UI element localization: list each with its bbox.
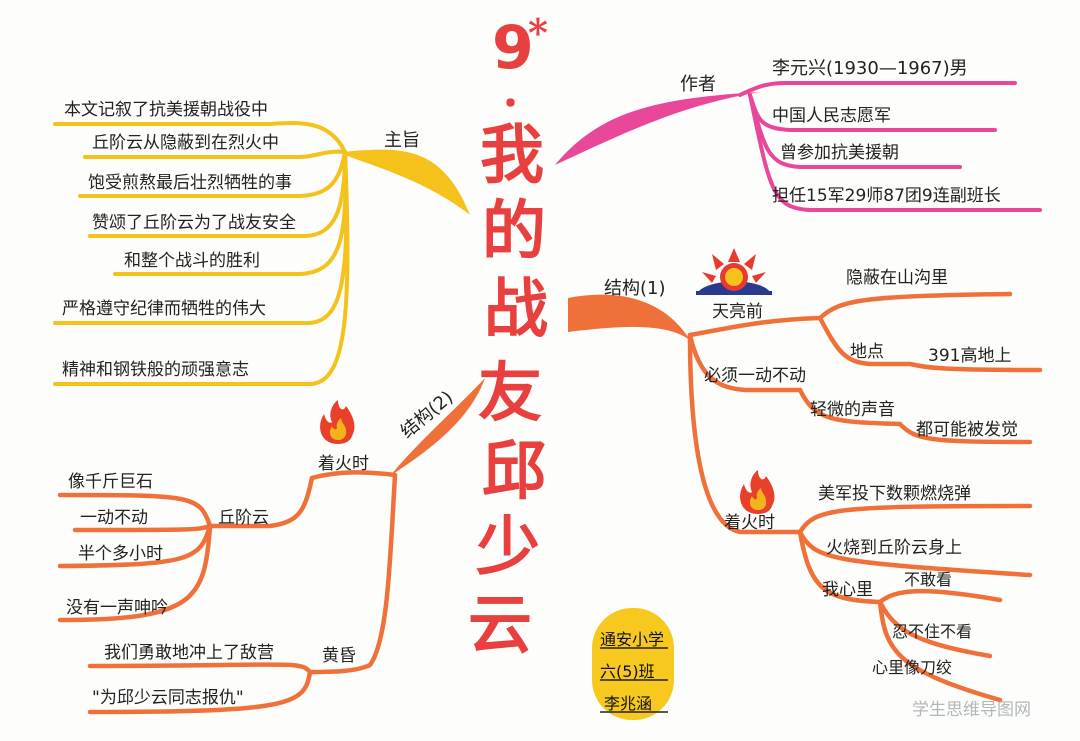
fire2-item: 没有一声呻吟	[66, 598, 168, 618]
title-char: 云	[468, 588, 532, 663]
fire2-item: 半个多小时	[78, 544, 163, 564]
fire1-item: 我心里	[822, 580, 873, 600]
dawn-item: 391高地上	[928, 346, 1012, 366]
fire1-label: 着火时	[724, 513, 775, 533]
fire1-item: 忍不住不看	[892, 622, 973, 641]
theme-item: 严格遵守纪律而牺牲的伟大	[62, 299, 266, 319]
still-label: 必须一动不动	[704, 366, 806, 386]
title-char: 少	[476, 510, 540, 585]
title-number: 9	[492, 13, 534, 83]
fire1-item: 不敢看	[904, 570, 953, 589]
author-item-lines	[738, 81, 1042, 212]
dusk-item: 我们勇敢地冲上了敌营	[104, 643, 274, 663]
theme-label: 主旨	[384, 130, 420, 151]
fire2-item: 一动不动	[80, 508, 148, 528]
theme-item: 本文记叙了抗美援朝战役中	[64, 100, 268, 120]
dusk-item: "为邱少云同志报仇"	[92, 688, 244, 708]
title-char: 的	[482, 194, 546, 269]
flame-icon	[320, 400, 355, 444]
dusk-label: 黄昏	[322, 646, 356, 666]
structure1-lines	[687, 291, 1043, 703]
fire2-label: 着火时	[318, 454, 369, 474]
title-star: *	[528, 10, 548, 55]
theme-item: 赞颂了丘阶云为了战友安全	[92, 213, 296, 233]
still-item: 都可能被发觉	[916, 420, 1018, 440]
theme-item: 精神和钢铁般的顽强意志	[62, 360, 249, 380]
badge-name: 李兆涵	[604, 694, 653, 713]
title-char: 我	[480, 118, 544, 193]
author-badge	[592, 608, 674, 720]
fire2-sub: 丘阶云	[218, 508, 269, 528]
theme-item: 和整个战斗的胜利	[124, 251, 260, 271]
title-dot: ．	[500, 66, 544, 117]
structure1-main-branch	[568, 294, 690, 340]
structure2-main-branch	[390, 378, 485, 476]
badge-class: 六(5)班	[600, 662, 655, 681]
flame-icon	[740, 470, 775, 514]
dawn-item: 地点	[850, 342, 884, 362]
structure1-label: 结构(1)	[604, 278, 666, 299]
sun-icon	[696, 248, 772, 295]
author-item: 李元兴(1930—1967)男	[772, 58, 968, 79]
dawn-item: 隐蔽在山沟里	[846, 268, 948, 288]
theme-main-branch	[340, 149, 470, 215]
fire2-item: 像千斤巨石	[68, 472, 153, 492]
watermark: 学生思维导图网	[912, 700, 1031, 720]
structure2-lines	[57, 470, 398, 715]
author-main-branch	[555, 92, 760, 165]
badge-school: 通安小学	[600, 630, 665, 649]
fire1-item: 心里像刀绞	[872, 658, 953, 677]
title-char: 邱	[482, 434, 546, 509]
still-item: 轻微的声音	[810, 400, 895, 420]
author-label: 作者	[680, 74, 716, 95]
author-item: 中国人民志愿军	[772, 106, 891, 126]
author-item: 担任15军29师87团9连副班长	[772, 186, 1001, 206]
dawn-label: 天亮前	[712, 302, 763, 322]
title-char: 友	[478, 356, 542, 431]
theme-item: 丘阶云从隐蔽到在烈火中	[92, 133, 279, 153]
author-item: 曾参加抗美援朝	[780, 143, 899, 163]
title-char: 战	[484, 272, 548, 347]
fire1-item: 火烧到丘阶云身上	[826, 538, 962, 558]
theme-item-lines	[53, 121, 350, 386]
theme-item: 饱受煎熬最后壮烈牺牲的事	[88, 173, 292, 193]
fire1-item: 美军投下数颗燃烧弹	[818, 484, 971, 504]
